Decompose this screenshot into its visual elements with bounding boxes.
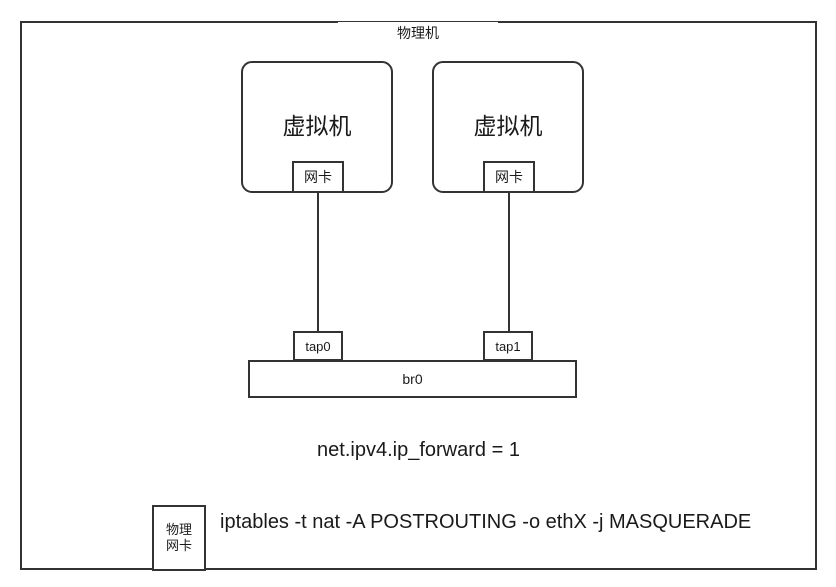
virtual-machine-1-nic: 网卡 (292, 161, 344, 193)
physical-machine-frame (20, 21, 817, 570)
physical-nic-line-2: 网卡 (165, 538, 192, 553)
tap-device-tap0: tap0 (293, 331, 343, 361)
physical-nic-box: 物理 网卡 (152, 505, 206, 571)
connector-vm1-to-tap0 (317, 192, 319, 332)
sysctl-ip-forward-text: net.ipv4.ip_forward = 1 (317, 439, 520, 461)
virtual-machine-2-nic: 网卡 (483, 161, 535, 193)
connector-vm2-to-tap1 (508, 192, 510, 332)
virtual-machine-2-label: 虚拟机 (473, 113, 543, 139)
tap-device-tap1: tap1 (483, 331, 533, 361)
bridge-br0: br0 (248, 360, 577, 398)
physical-machine-title: 物理机 (338, 22, 498, 44)
virtual-machine-1-label: 虚拟机 (282, 113, 352, 139)
iptables-command-text: iptables -t nat -A POSTROUTING -o ethX -… (220, 511, 752, 533)
physical-nic-line-1: 物理 (165, 521, 192, 537)
